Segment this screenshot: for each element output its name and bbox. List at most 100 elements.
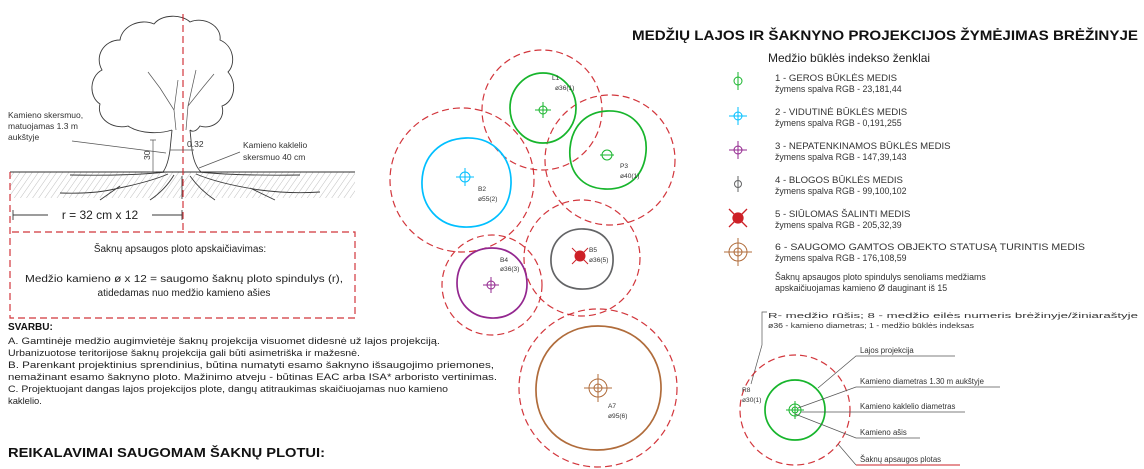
- removal-tree-icon: [571, 247, 589, 265]
- legend-title: MEDŽIŲ LAJOS IR ŠAKNYNO PROJEKCIJOS ŽYMĖ…: [632, 28, 1138, 43]
- trunk-axis-leader: [794, 413, 920, 439]
- crown-projection-leader: [817, 355, 955, 389]
- trunk-diameter-leader: [797, 386, 1000, 409]
- tree-diameter: ø95(6): [608, 413, 627, 420]
- detail-key-line-2: ø36 - kamieno diametras; 1 - medžio būkl…: [768, 323, 975, 330]
- trunk-axis-label: Kamieno ašis: [860, 428, 907, 437]
- good-condition-tree-icon: [733, 72, 743, 90]
- tree-diameter: ø40(1): [620, 173, 639, 180]
- tree-P3: P3 ø40(1): [569, 110, 647, 190]
- medium-condition-tree-icon: [729, 107, 747, 125]
- legend-item-unsatisfactory: 3 - NEPATENKINAMOS BŪKLĖS MEDIS žymens s…: [729, 141, 951, 162]
- important-line-b2: nemažinant esamo šaknyno ploto. Mažinimo…: [8, 371, 497, 382]
- radius-label: r = 32 cm x 12: [62, 208, 139, 222]
- collar-leader: [198, 151, 241, 169]
- tree-B2: B2 ø55(2): [421, 137, 512, 228]
- root-zone-leader: [837, 443, 857, 466]
- legend-item-protected: 6 - SAUGOMO GAMTOS OBJEKTO STATUSĄ TURIN…: [724, 238, 1085, 266]
- legend-item-medium: 2 - VIDUTINĖ BŪKLĖS MEDIS žymens spalva …: [729, 107, 907, 128]
- collar-label-line-2: skersmuo 40 cm: [243, 152, 305, 162]
- crown-projection: [421, 137, 512, 228]
- protected-tree-icon: [584, 374, 612, 402]
- crown-projection-label: Lajos projekcija: [860, 346, 914, 355]
- tree-L1: L1 ø36(1): [509, 72, 577, 144]
- legend-item-label: 4 - BLOGOS BŪKLĖS MEDIS: [775, 175, 903, 186]
- tree-diameter: ø36(3): [500, 266, 519, 273]
- detail-crown-projection: [764, 379, 826, 441]
- tree-id: B2: [478, 186, 486, 193]
- legend-item-rgb: žymens spalva RGB - 205,32,39: [775, 220, 902, 230]
- tree-trunk: [162, 129, 202, 173]
- root-zone-label: Šaknų apsaugos plotas: [860, 455, 941, 464]
- important-line-a2: Urbanizuotose teritorijose šaknų projekc…: [8, 347, 360, 358]
- axis-cross: [584, 374, 612, 402]
- good-condition-tree-icon: [535, 102, 551, 118]
- important-line-a: A. Gamtinėje medžio augimvietėje šaknų p…: [8, 335, 440, 346]
- legend-note-line-2: apskaičiuojamas kamieno Ø dauginant iš 1…: [775, 283, 947, 293]
- trunk-diameter-label: Kamieno diametras 1.30 m aukštyje: [860, 377, 984, 386]
- legend-item-good: 1 - GEROS BŪKLĖS MEDIS žymens spalva RGB…: [733, 72, 902, 94]
- root-zone-B5: [523, 199, 641, 317]
- root-zone-B2: [389, 107, 535, 253]
- bad-condition-tree-icon: [734, 176, 742, 192]
- crown-projection: [569, 110, 647, 190]
- removal-cross: [571, 247, 589, 265]
- tree-roots: [59, 171, 321, 201]
- detail-tree-id: R8: [742, 387, 751, 394]
- tree-plan: L1 ø36(1) P3 ø40(1) B2 ø55(2): [389, 49, 678, 468]
- legend-item-label: 6 - SAUGOMO GAMTOS OBJEKTO STATUSĄ TURIN…: [775, 242, 1085, 253]
- legend-item-label: 5 - SIŪLOMAS ŠALINTI MEDIS: [775, 209, 910, 220]
- good-condition-tree-icon: [600, 149, 614, 161]
- crown-projection: [550, 228, 614, 290]
- removal-cross: [728, 208, 748, 228]
- tree-id: B4: [500, 257, 508, 264]
- protected-tree-icon: [724, 238, 752, 266]
- medium-condition-tree-icon: [456, 168, 474, 186]
- tree-id: P3: [620, 163, 628, 170]
- removal-tree-icon: [728, 208, 748, 228]
- tree-crown-outline: [91, 15, 235, 134]
- important-line-c: C. Projektuojant dangas lajos projekcijo…: [8, 383, 448, 394]
- collar-label-line-1: Kamieno kaklelio: [243, 140, 308, 150]
- axis-cross: [535, 102, 551, 118]
- calculation-text-line-2: atidedamas nuo medžio kamieno ašies: [98, 288, 271, 299]
- tree-B5: B5 ø36(5): [550, 228, 614, 290]
- tree-id: L1: [552, 75, 560, 82]
- calculation-text-line-1: Medžio kamieno ø x 12 = saugomo šaknų pl…: [25, 274, 343, 285]
- legend-item-bad: 4 - BLOGOS BŪKLĖS MEDIS žymens spalva RG…: [734, 175, 907, 196]
- tree-id: A7: [608, 403, 616, 410]
- unsatisfactory-condition-tree-icon: [729, 141, 747, 159]
- tree-A7: A7 ø95(6): [535, 325, 662, 451]
- trunk-diameter-label-line-1: Kamieno skersmuo,: [8, 110, 83, 120]
- legend-item-label: 1 - GEROS BŪKLĖS MEDIS: [775, 73, 897, 84]
- legend-item-rgb: žymens spalva RGB - 23,181,44: [775, 84, 902, 94]
- detail-tree-diameter: ø30(1): [742, 397, 761, 404]
- radius-dimension-line: [12, 210, 183, 220]
- important-line-c2: kaklelio.: [8, 395, 42, 406]
- root-zone-P3: [544, 94, 676, 226]
- trunk-diameter-leader: [71, 140, 167, 154]
- important-notes: SVARBU: A. Gamtinėje medžio augimvietėje…: [8, 322, 497, 406]
- legend-item-rgb: žymens spalva RGB - 0,191,255: [775, 118, 902, 128]
- legend-item-label: 2 - VIDUTINĖ BŪKLĖS MEDIS: [775, 107, 907, 118]
- trunk-diameter-label-line-2: matuojamas 1.3 m: [8, 121, 78, 131]
- axis-cross: [456, 168, 474, 186]
- legend-item-removal: 5 - SIŪLOMAS ŠALINTI MEDIS žymens spalva…: [728, 208, 910, 230]
- requirements-title: REIKALAVIMAI SAUGOMAM ŠAKNŲ PLOTUI:: [8, 445, 325, 460]
- height-dimension-value: 30: [142, 150, 152, 160]
- legend-item-rgb: žymens spalva RGB - 99,100,102: [775, 186, 907, 196]
- axis-cross: [724, 238, 752, 266]
- detail-key-line-1: R- medžio rūšis; 8 - medžio eilės numeri…: [768, 313, 1138, 320]
- axis-cross: [786, 401, 804, 419]
- tree-branches: [147, 69, 215, 131]
- axis-cross: [729, 107, 747, 125]
- legend-item-rgb: žymens spalva RGB - 176,108,59: [775, 253, 907, 263]
- good-condition-tree-icon: [786, 401, 804, 419]
- calculation-title: Šaknų apsaugos ploto apskaičiavimas:: [94, 242, 266, 255]
- important-line-b: B. Parenkant projektinius sprendinius, b…: [8, 359, 494, 370]
- important-title: SVARBU:: [8, 322, 53, 333]
- legend: MEDŽIŲ LAJOS IR ŠAKNYNO PROJEKCIJOS ŽYMĖ…: [632, 28, 1138, 293]
- tree-diameter: ø55(2): [478, 196, 497, 203]
- legend-subtitle: Medžio būklės indekso ženklai: [768, 51, 930, 65]
